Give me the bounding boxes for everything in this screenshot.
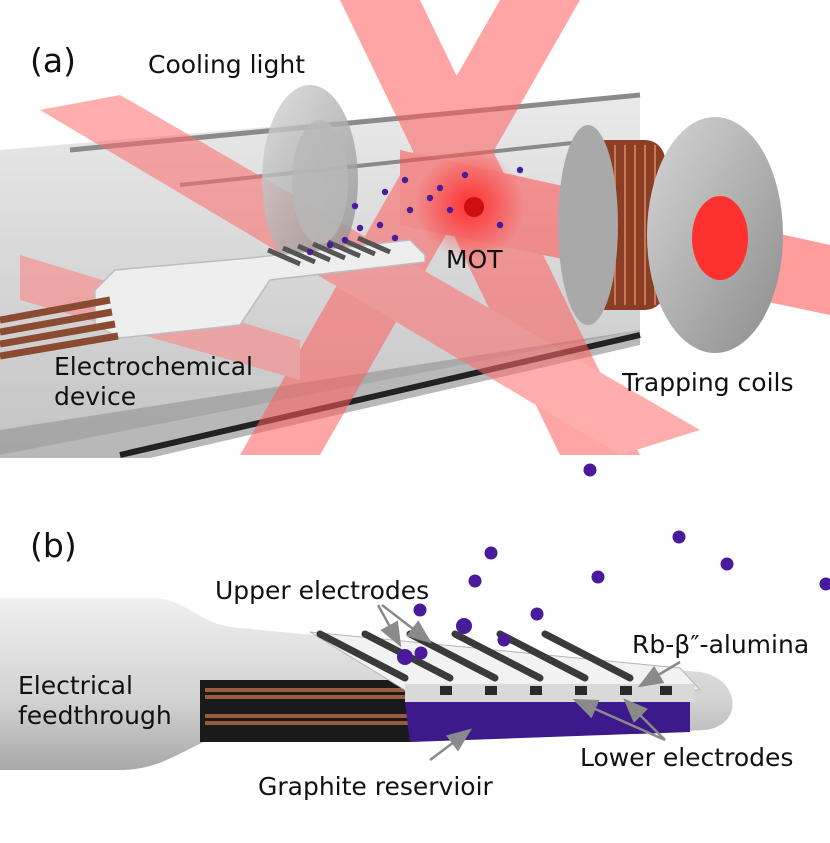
electrochemical-device-label: Electrochemical device <box>54 352 253 411</box>
device-wires <box>0 296 119 360</box>
cooling-light-label: Cooling light <box>148 50 306 79</box>
feedthrough-wires <box>205 688 410 725</box>
coil-back-flange <box>558 125 618 325</box>
right-trapping-coil <box>558 117 783 353</box>
mot-label: MOT <box>446 245 503 274</box>
panel-a-scene <box>0 0 830 458</box>
lower-electrodes-label: Lower electrodes <box>580 743 794 772</box>
panel-b-tag: (b) <box>30 526 77 565</box>
panel-b-scene <box>0 463 830 770</box>
rb-alumina-label: Rb-β″-alumina <box>632 630 810 659</box>
arrow-reservoir <box>429 728 472 761</box>
graphite-reservoir-label: Graphite reservioir <box>258 772 493 801</box>
mot-cloud <box>464 197 484 217</box>
atoms-panel-a <box>306 166 524 256</box>
arrow-upper-2 <box>381 604 432 644</box>
arrow-upper-1 <box>376 604 402 648</box>
trapping-coils-label: Trapping coils <box>622 368 794 397</box>
left-trapping-coil-bore <box>292 120 348 244</box>
pointer-arrows <box>376 604 681 761</box>
cooling-beam-3 <box>40 95 700 455</box>
device-in-cell <box>0 235 426 360</box>
arrow-lower-2 <box>623 698 666 741</box>
panel-a-tag: (a) <box>30 41 76 80</box>
graphite-reservoir <box>405 702 690 742</box>
atoms-panel-b <box>397 463 830 665</box>
arrow-alumina <box>637 660 681 688</box>
lower-electrode-slots <box>440 686 672 695</box>
electrical-feedthrough-label: Electrical feedthrough <box>18 671 172 730</box>
device-electrodes <box>266 235 392 267</box>
cooling-beam-2 <box>240 0 580 455</box>
arrow-lower-1 <box>572 698 666 742</box>
coil-bore-glow <box>692 196 748 280</box>
upper-electrodes-label: Upper electrodes <box>215 576 430 605</box>
